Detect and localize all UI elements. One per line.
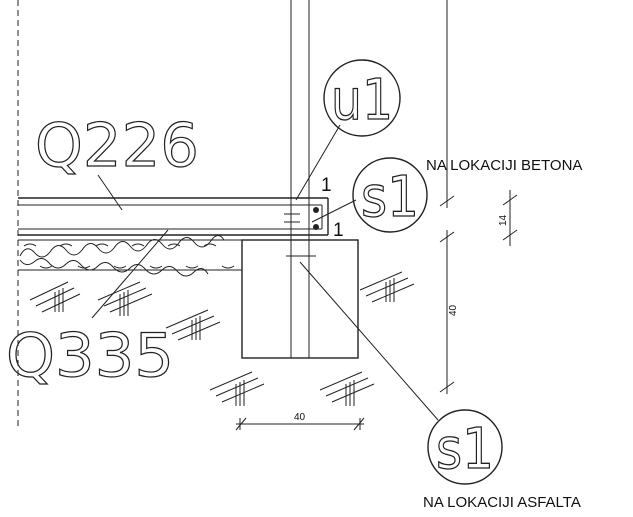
dimension-footing-width: 40 — [294, 412, 306, 423]
leader-s1-lower — [299, 261, 439, 421]
footing — [241, 239, 359, 359]
leader-q226 — [97, 174, 123, 211]
leader-s1-upper — [311, 199, 357, 223]
leader-q335 — [91, 229, 169, 319]
note-asphalt-location: NA LOKACIJI ASFALTA — [423, 494, 581, 511]
mesh-label-q226: Q226 — [35, 111, 199, 181]
soil-hatch-2 — [97, 281, 153, 316]
leader-u1 — [295, 124, 341, 201]
gravel-layer — [18, 235, 242, 277]
dimension-ticks — [439, 194, 455, 394]
rebar-dot-bottom — [313, 224, 319, 230]
note-concrete-location: NA LOKACIJI BETONA — [426, 157, 582, 174]
soil-hatch-5 — [209, 371, 265, 406]
bottom-dimension-ticks — [235, 417, 365, 431]
callout-u1-circle — [323, 59, 401, 137]
callout-u1-text: u1 — [331, 68, 393, 133]
dimension-slab-thickness: 14 — [498, 214, 509, 226]
soil-hatch-1 — [29, 281, 81, 313]
callout-s1-lower-circle — [427, 409, 503, 485]
leader-number-2: 1 — [333, 220, 344, 241]
mesh-label-q335: Q335 — [6, 321, 174, 391]
soil-hatch-3 — [165, 309, 221, 341]
rebar-dot-top — [313, 207, 319, 213]
leader-number-1: 1 — [321, 175, 332, 196]
soil-hatch-6 — [319, 371, 375, 406]
soil-hatch-4 — [359, 271, 415, 303]
callout-s1-lower-text: s1 — [436, 417, 494, 482]
callout-s1-upper-text: s1 — [361, 165, 419, 230]
callout-s1-upper-circle — [352, 157, 428, 233]
dimension-footing-height: 40 — [448, 304, 459, 316]
slab-dimension-ticks — [502, 190, 518, 246]
